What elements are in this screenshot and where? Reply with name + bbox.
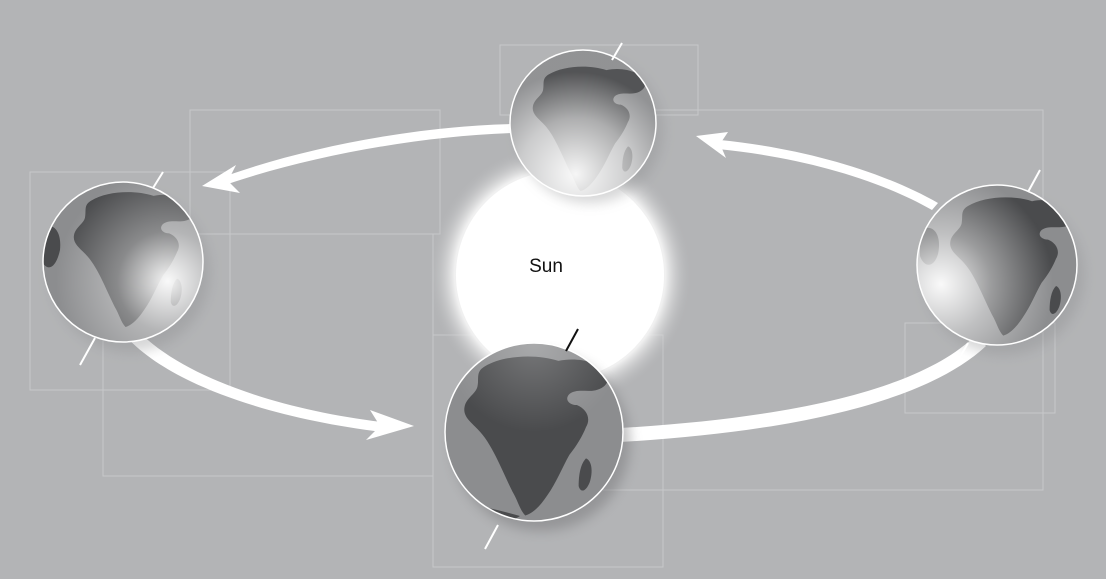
sun-label: Sun bbox=[506, 256, 586, 278]
